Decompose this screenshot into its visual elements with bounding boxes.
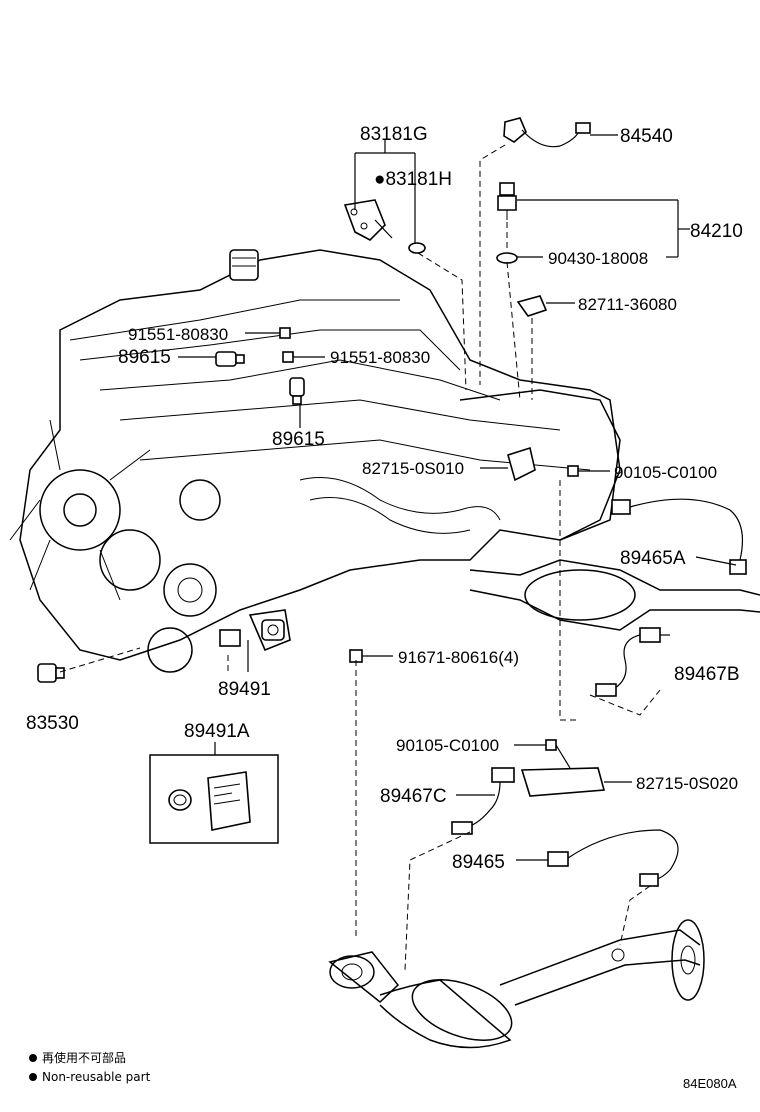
label-84210: 84210 — [690, 221, 743, 242]
legend-japanese: 再使用不可部品 — [42, 1050, 126, 1065]
label-91551-80830-b: 91551-80830 — [330, 348, 430, 367]
diagram-code: 84E080A — [683, 1076, 737, 1091]
non-reusable-bullet-icon — [29, 1054, 37, 1062]
sensor-89491-icon — [261, 619, 285, 641]
leader-lines — [178, 134, 737, 861]
non-reusable-bullet-icon — [29, 1073, 37, 1081]
label-82711-36080: 82711-36080 — [578, 295, 677, 314]
bracket-82715-0S010-icon — [507, 446, 536, 482]
label-89491A: 89491A — [184, 721, 250, 742]
label-82715-0S020: 82715-0S020 — [636, 774, 738, 793]
exhaust-pipe-lower — [328, 919, 705, 1049]
assembly-dashed-lines — [59, 144, 661, 971]
label-84540: 84540 — [620, 126, 673, 147]
part-84540-icon — [503, 117, 591, 148]
label-89467C: 89467C — [380, 786, 447, 807]
gasket-83181H-icon — [408, 242, 426, 254]
oxygen-sensor-89465A-icon — [611, 498, 747, 575]
bracket-82711-icon — [516, 295, 548, 317]
label-82715-0S010: 82715-0S010 — [362, 459, 464, 478]
bolt-91551-a-icon — [279, 327, 291, 339]
part-83181G-icon — [343, 199, 393, 241]
sensor-89615-a-icon — [215, 351, 245, 367]
bolt-90105-b-icon — [545, 739, 557, 751]
label-89467B: 89467B — [674, 664, 740, 685]
bracket-82715-0S020-icon — [520, 767, 606, 797]
oxygen-sensor-89465-icon — [547, 829, 679, 887]
switch-83530-icon — [37, 663, 65, 683]
part-84210-icon — [497, 182, 517, 220]
gasket-90430-icon — [496, 252, 518, 264]
label-90105-C0100-a: 90105-C0100 — [614, 463, 717, 482]
label-91551-80830-a: 91551-80830 — [128, 325, 228, 344]
label-89615-a: 89615 — [118, 347, 171, 368]
label-91671-80616: 91671-80616(4) — [398, 648, 519, 667]
label-89465A: 89465A — [620, 548, 686, 569]
oxygen-sensor-89467C-icon — [451, 767, 515, 835]
label-90430-18008: 90430-18008 — [548, 249, 648, 268]
label-89491: 89491 — [218, 679, 271, 700]
kit-89491A-box — [149, 754, 279, 844]
sensor-89615-b-icon — [289, 377, 305, 405]
label-83530: 83530 — [26, 713, 79, 734]
label-90105-C0100-b: 90105-C0100 — [396, 736, 499, 755]
legend-english: Non-reusable part — [42, 1070, 151, 1084]
oxygen-sensor-89467B-icon — [595, 627, 661, 697]
bolt-90105-a-icon — [567, 465, 579, 477]
label-89615-b: 89615 — [272, 429, 325, 450]
legend: 再使用不可部品 Non-reusable part — [29, 1050, 151, 1084]
label-83181G: 83181G — [360, 124, 428, 145]
bolt-91551-b-icon — [282, 351, 294, 363]
label-83181H: ●83181H — [374, 169, 452, 190]
label-89465: 89465 — [452, 852, 505, 873]
